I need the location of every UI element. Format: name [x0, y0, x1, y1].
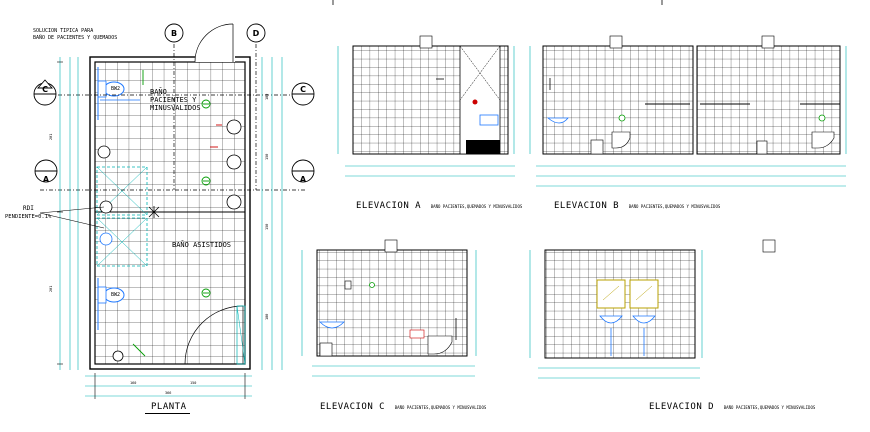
elevation-b-title: ELEVACION B — [554, 201, 620, 211]
elevation-d — [544, 239, 776, 359]
elevation-a-subtitle: BAÑO PACIENTES,QUEMADOS Y MINUSVALIDOS — [430, 204, 523, 209]
mark-d: D — [253, 29, 260, 38]
elevation-b-caption: ELEVACION B BAÑO PACIENTES,QUEMADOS Y MI… — [554, 193, 720, 212]
svg-text:150: 150 — [265, 224, 269, 230]
mark-a-left: A — [43, 175, 50, 184]
elevation-d-title: ELEVACION D — [649, 402, 715, 412]
mark-b: B — [171, 29, 177, 38]
elevation-c-caption: ELEVACION C BAÑO PACIENTES,QUEMADOS Y MI… — [320, 394, 486, 413]
mark-labels: C C A A B D — [42, 29, 307, 184]
plan-title: PLANTA — [151, 402, 187, 412]
plan-title-underline — [145, 413, 190, 414]
elevation-c — [316, 239, 468, 357]
room-label-line-3: MINUSVALIDOS — [150, 104, 201, 112]
elevation-a — [352, 35, 509, 155]
header-title: SOLUCION TIPICA PARA BAÑO DE PACIENTES Y… — [33, 28, 117, 42]
elevation-b — [542, 35, 841, 155]
fixture-code-bottom: BW2 — [111, 292, 121, 298]
svg-text:150: 150 — [265, 154, 269, 160]
slope-label: PENDIENTE=0.1% — [5, 214, 52, 220]
header-line-1: SOLUCION TIPICA PARA — [33, 28, 94, 34]
room-label-assisted: BAÑO ASISTIDOS — [172, 241, 232, 249]
svg-text:201: 201 — [49, 134, 53, 140]
elevation-d-caption: ELEVACION D BAÑO PACIENTES,QUEMADOS Y MI… — [649, 394, 815, 413]
room-label-line-2: PACIENTES Y — [150, 96, 197, 104]
svg-text:180: 180 — [265, 94, 269, 100]
elevation-c-subtitle: BAÑO PACIENTES,QUEMADOS Y MINUSVALIDOS — [394, 405, 487, 410]
elevation-a-caption: ELEVACION A BAÑO PACIENTES,QUEMADOS Y MI… — [356, 193, 522, 212]
mark-c-left: C — [42, 85, 48, 94]
floor-plan: 201 201 180 150 150 180 160 150 366 — [40, 23, 305, 399]
mark-c-right: C — [300, 85, 306, 94]
rdi-label: RDI — [23, 205, 34, 212]
header-line-2: BAÑO DE PACIENTES Y QUEMADOS — [33, 35, 118, 41]
mark-a-right: A — [300, 175, 307, 184]
svg-text:366: 366 — [165, 391, 171, 395]
svg-text:180: 180 — [265, 314, 269, 320]
svg-text:201: 201 — [49, 286, 53, 292]
elevation-a-title: ELEVACION A — [356, 201, 422, 211]
room-label-patients: BAÑO PACIENTES Y MINUSVALIDOS — [150, 88, 201, 112]
section-marks — [33, 23, 315, 183]
fixture-code-top: BW2 — [111, 86, 121, 92]
svg-text:150: 150 — [190, 381, 196, 385]
elevation-d-subtitle: BAÑO PACIENTES,QUEMADOS Y MINUSVALIDOS — [723, 405, 816, 410]
svg-text:160: 160 — [130, 381, 136, 385]
room-label-line-1: BAÑO — [150, 88, 167, 96]
elevation-c-title: ELEVACION C — [320, 402, 386, 412]
elevation-b-subtitle: BAÑO PACIENTES,QUEMADOS Y MINUSVALIDOS — [628, 204, 721, 209]
